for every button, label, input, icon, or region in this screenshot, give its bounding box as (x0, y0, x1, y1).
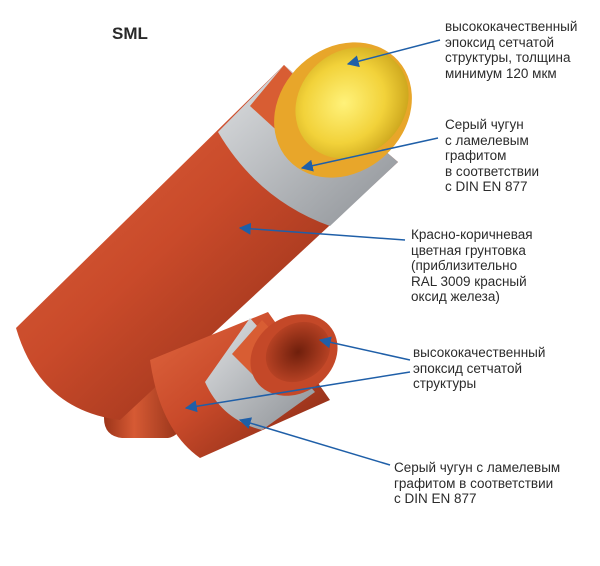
label-top-cast-iron: Серый чугун с ламелевым графитом в соотв… (445, 117, 540, 194)
arrow-primer (238, 222, 406, 241)
arrow-top-cast-iron (300, 137, 439, 172)
arrow-top-epoxy (346, 39, 441, 68)
label-branch-cast-iron: Серый чугун с ламелевым графитом в соотв… (394, 460, 561, 506)
arrow-branch-epoxy-2 (184, 371, 411, 413)
arrow-branch-epoxy (318, 336, 411, 361)
epoxy-lining (295, 47, 409, 159)
arrow-branch-cast-iron (238, 417, 391, 466)
label-branch-epoxy: высококачественный эпоксид сетчатой стру… (413, 345, 546, 391)
diagram-title: SML (112, 24, 148, 43)
label-top-epoxy: высококачественный эпоксид сетчатой стру… (445, 19, 578, 81)
label-primer: Красно-коричневая цветная грунтовка (при… (411, 227, 533, 304)
